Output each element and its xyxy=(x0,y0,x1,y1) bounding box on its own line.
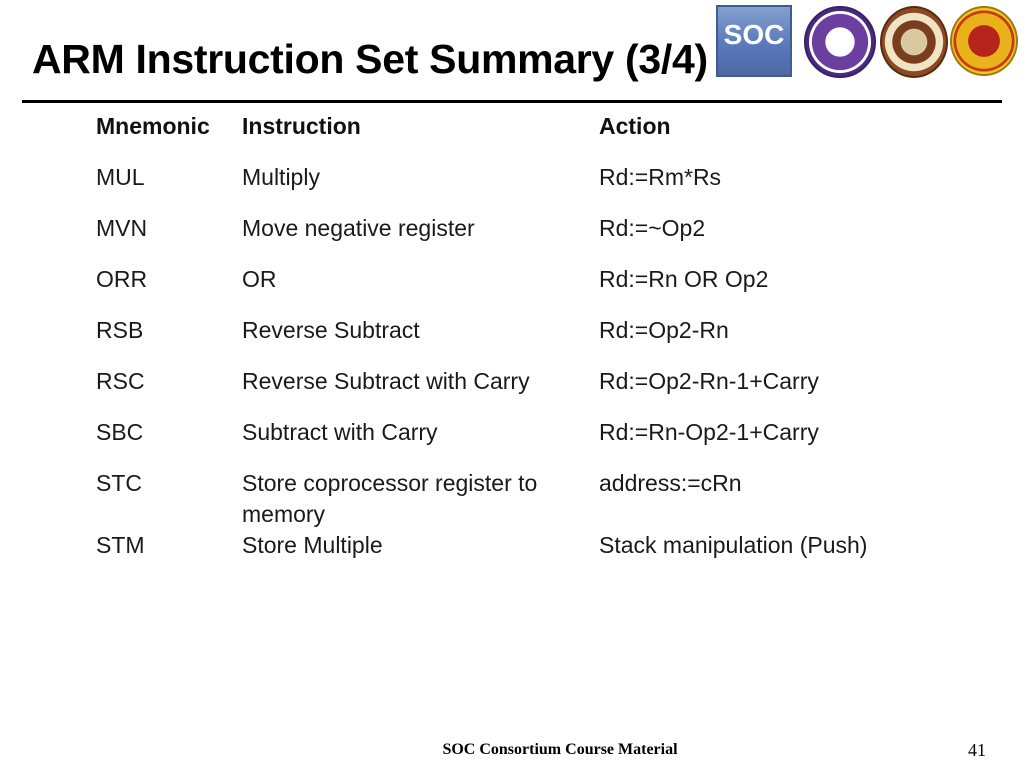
table-row-instruction: Store coprocessor register to xyxy=(242,470,538,496)
slide-title: ARM Instruction Set Summary (3/4) xyxy=(32,36,708,82)
logo-bar: SOC xyxy=(0,0,1024,100)
table-row-mnemonic: RSC xyxy=(96,368,145,394)
table-row-mnemonic: MUL xyxy=(96,164,145,190)
header-instruction: Instruction xyxy=(242,113,361,139)
table-row-instruction: Reverse Subtract with Carry xyxy=(242,368,530,394)
table-row-mnemonic: STC xyxy=(96,470,142,496)
table-row-instruction: Reverse Subtract xyxy=(242,317,420,343)
university-seal-brown xyxy=(880,6,948,78)
table-row-instruction-continued: memory xyxy=(242,501,326,527)
table-row-mnemonic: ORR xyxy=(96,266,148,292)
table-row-instruction: OR xyxy=(242,266,277,292)
university-seal-yellow xyxy=(950,6,1018,76)
table-row-mnemonic: SBC xyxy=(96,419,144,445)
table-row-mnemonic: RSB xyxy=(96,317,144,343)
table-row-action: Stack manipulation (Push) xyxy=(599,532,868,558)
table-row-action: Rd:=Op2-Rn-1+Carry xyxy=(599,368,819,394)
table-row-instruction: Store Multiple xyxy=(242,532,383,558)
table-row-action: Rd:=Rn-Op2-1+Carry xyxy=(599,419,819,445)
table-row-action: Rd:=~Op2 xyxy=(599,215,706,241)
university-seal-purple xyxy=(804,6,876,78)
title-divider xyxy=(22,100,1002,103)
table-row-action: Rd:=Rn OR Op2 xyxy=(599,266,769,292)
table-row-mnemonic: MVN xyxy=(96,215,148,241)
soc-logo: SOC xyxy=(716,5,792,77)
header-mnemonic: Mnemonic xyxy=(96,113,210,139)
table-row-instruction: Move negative register xyxy=(242,215,475,241)
header-action: Action xyxy=(599,113,671,139)
table-row-action: Rd:=Op2-Rn xyxy=(599,317,729,343)
table-row-instruction: Subtract with Carry xyxy=(242,419,438,445)
footer-text: SOC Consortium Course Material xyxy=(442,741,678,758)
table-row-action: Rd:=Rm*Rs xyxy=(599,164,722,190)
table-row-action: address:=cRn xyxy=(599,470,742,496)
table-row-instruction: Multiply xyxy=(242,164,320,190)
page-number: 41 xyxy=(968,740,986,760)
footer: SOC Consortium Course Material xyxy=(0,741,1024,759)
table-row-mnemonic: STM xyxy=(96,532,145,558)
